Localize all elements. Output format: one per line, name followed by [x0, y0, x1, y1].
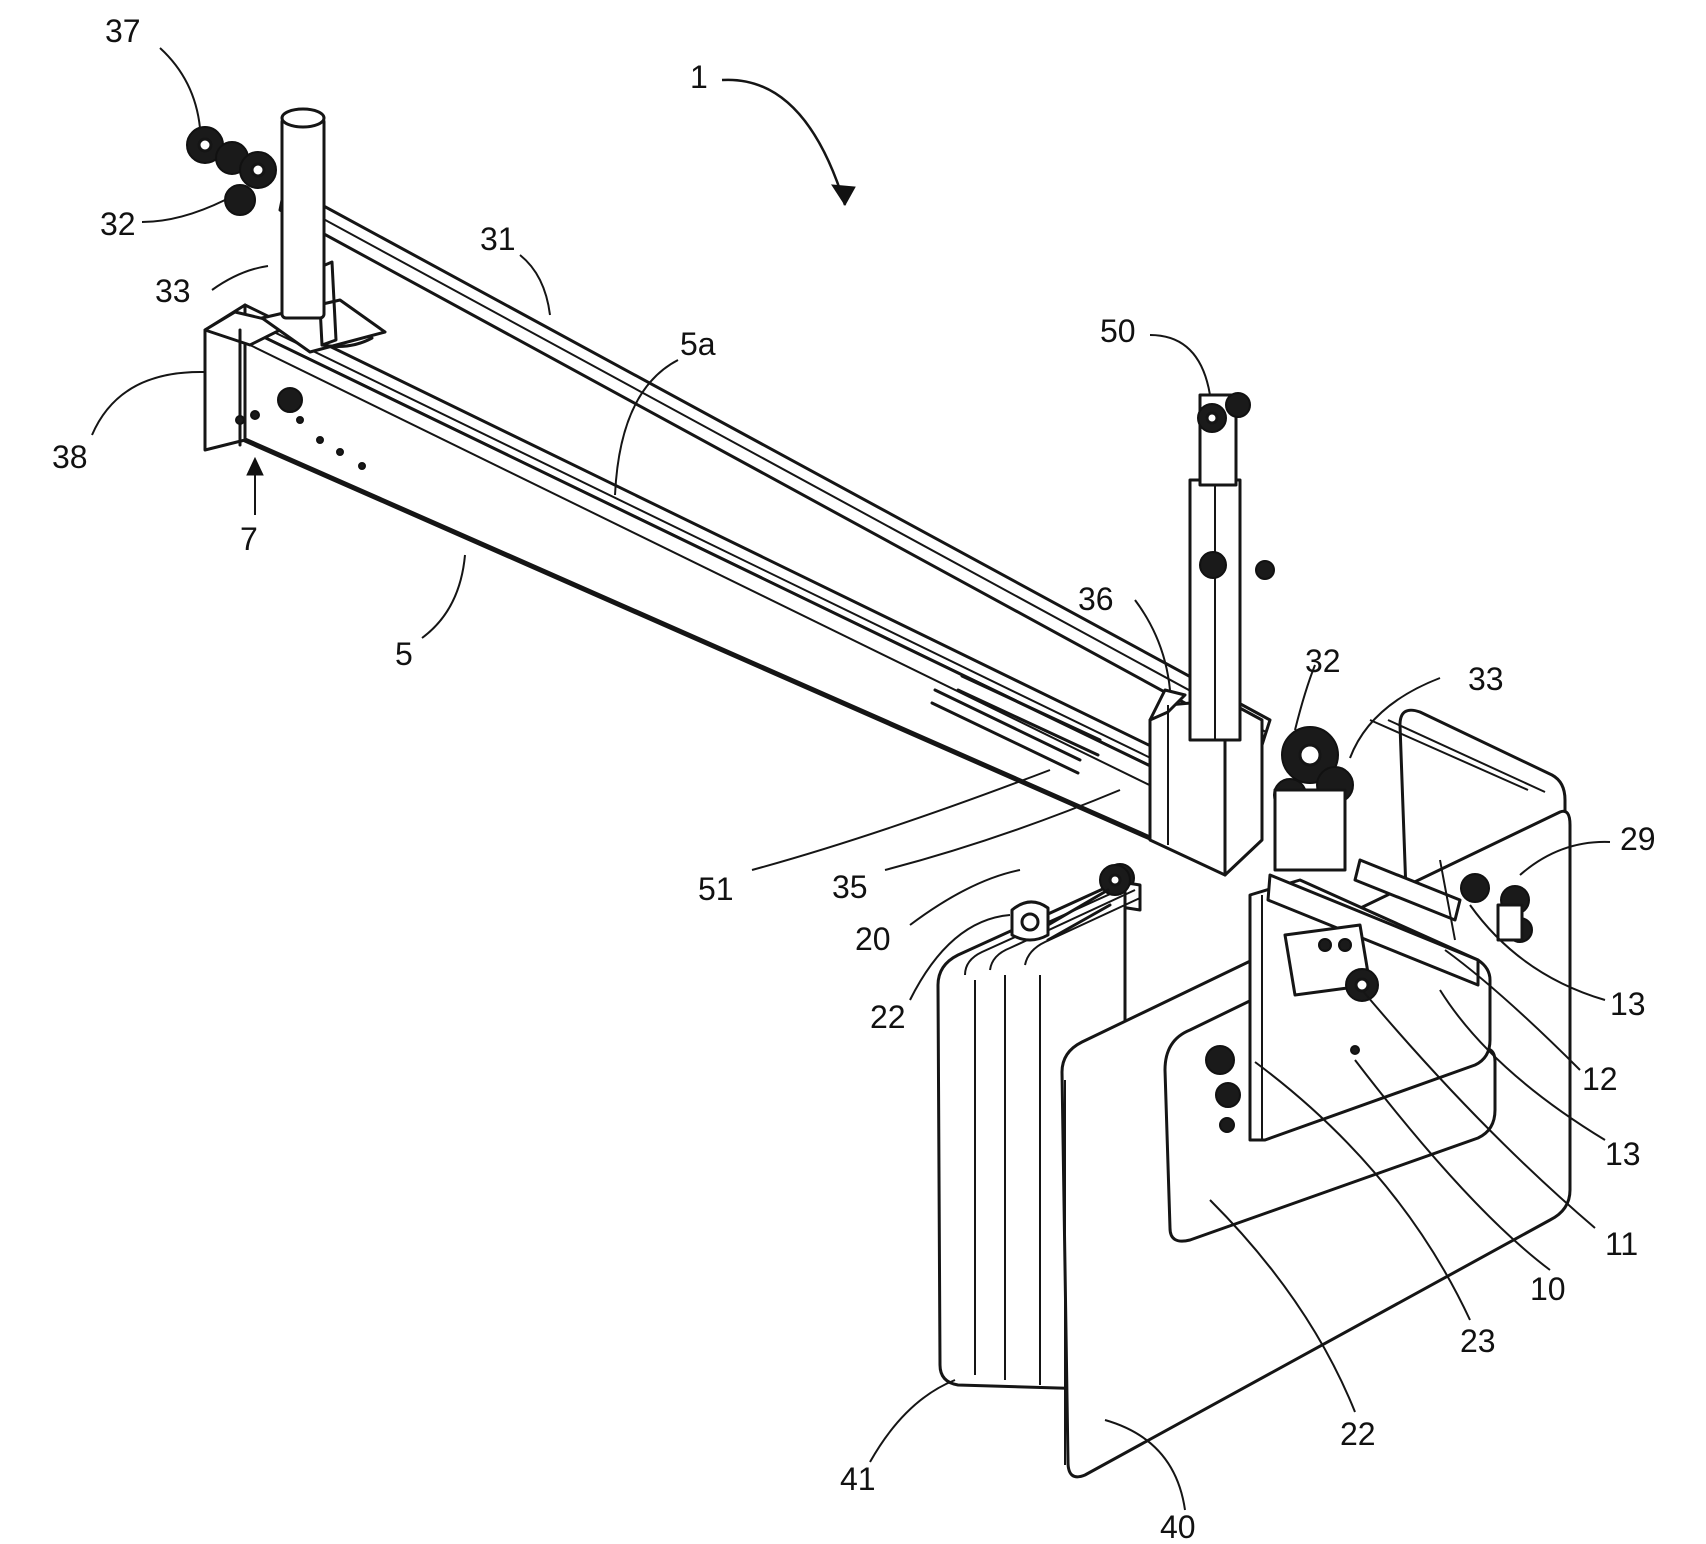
- label-13: 13: [1610, 986, 1646, 1022]
- lower-coupling: [1274, 727, 1353, 870]
- label-12: 12: [1582, 1061, 1618, 1097]
- label-22: 22: [870, 999, 906, 1035]
- label-36: 36: [1078, 581, 1114, 617]
- label-50: 50: [1100, 313, 1136, 349]
- label-41: 41: [840, 1461, 876, 1497]
- label-23: 23: [1460, 1323, 1496, 1359]
- label-35: 35: [832, 869, 868, 905]
- label-11: 11: [1605, 1226, 1638, 1262]
- label-31: 31: [480, 221, 516, 257]
- label-5: 5: [395, 636, 413, 672]
- label-33: 33: [155, 273, 191, 309]
- main-beam: [245, 305, 1200, 860]
- label-1: 1: [690, 59, 708, 95]
- upper-coupling: [187, 127, 276, 215]
- label-13b: 13: [1605, 1136, 1641, 1172]
- label-33b: 33: [1468, 661, 1504, 697]
- arrow-head: [247, 458, 263, 475]
- label-40: 40: [1160, 1509, 1196, 1544]
- hanger: [1190, 393, 1274, 740]
- label-7: 7: [240, 521, 258, 557]
- label-10: 10: [1530, 1271, 1566, 1307]
- label-5a: 5a: [680, 326, 716, 362]
- label-29: 29: [1620, 821, 1656, 857]
- label-22b: 22: [1340, 1416, 1376, 1452]
- label-20: 20: [855, 921, 891, 957]
- label-32: 32: [100, 206, 136, 242]
- label-37: 37: [105, 13, 141, 49]
- label-38: 38: [52, 439, 88, 475]
- arrow-head: [832, 185, 855, 205]
- label-51: 51: [698, 871, 734, 907]
- label-32b: 32: [1305, 643, 1341, 679]
